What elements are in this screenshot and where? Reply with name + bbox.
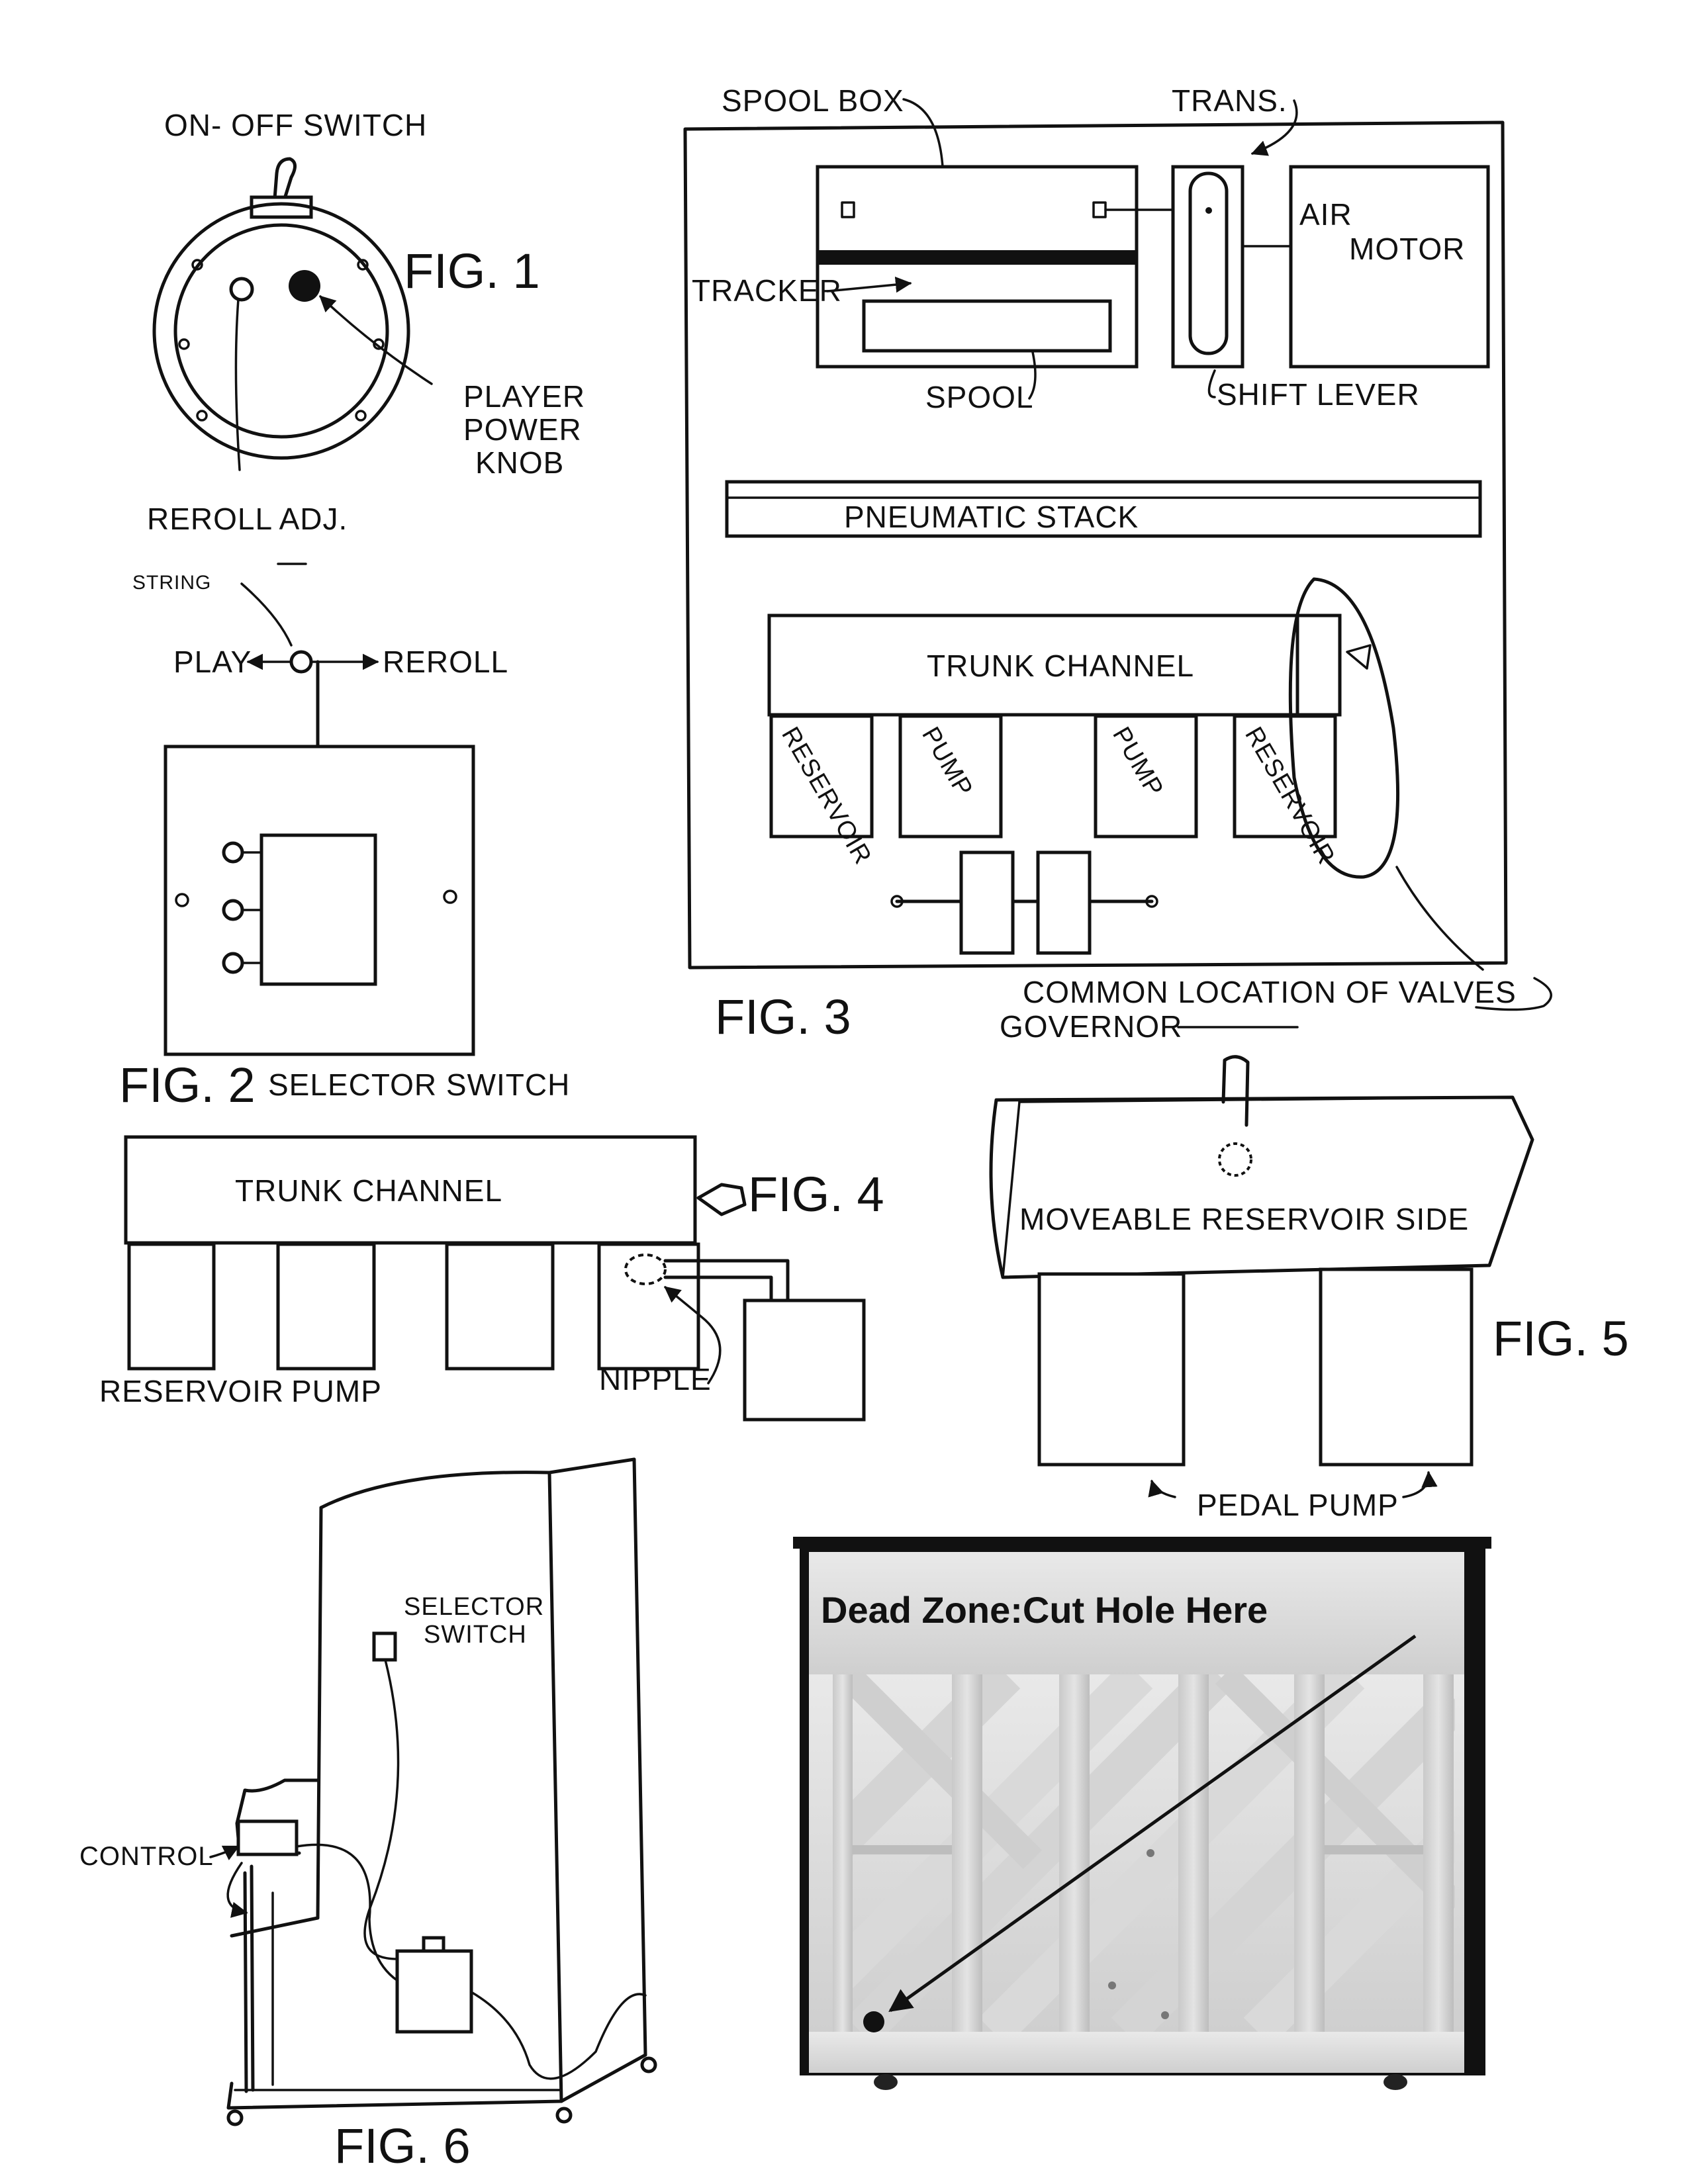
control-box <box>236 1819 299 1856</box>
fig4-reservoir-label: RESERVOIR <box>99 1374 284 1408</box>
fig4-trunk-channel <box>124 1135 697 1245</box>
reservoir-right <box>1233 714 1337 839</box>
caster-right <box>1383 2074 1407 2090</box>
selector-lever-pivot <box>289 650 313 674</box>
shift-lever-label: SHIFT LEVER <box>1217 377 1420 412</box>
governor-unit <box>395 1949 473 2034</box>
string-label: STRING <box>132 572 211 594</box>
fig1-number: FIG. 1 <box>404 244 540 298</box>
fig5-number: FIG. 5 <box>1493 1311 1629 1366</box>
valves-location-circle <box>1288 577 1400 879</box>
tracker-bar <box>818 250 1137 265</box>
player-power-label-2: POWER <box>463 412 582 447</box>
player-power-label-1: PLAYER <box>463 379 585 414</box>
fig3-trunk-channel <box>767 614 1342 717</box>
fig4-trunk-channel-diagram: TRUNK CHANNEL FIG. 4 RESERVOIR PUMP NIPP… <box>99 1135 884 1422</box>
fig2-number: FIG. 2 <box>119 1058 256 1113</box>
tracker-label: TRACKER <box>692 273 842 308</box>
fig4-reservoir-right <box>597 1242 700 1371</box>
spool-label: SPOOL <box>925 380 1034 414</box>
play-label: PLAY <box>173 645 252 679</box>
fig3-frame <box>683 120 1508 970</box>
pneumatic-stack-label: PNEUMATIC STACK <box>844 500 1139 534</box>
caster-left <box>874 2074 898 2090</box>
air-motor <box>1289 165 1490 369</box>
pedal-pump-right <box>1319 1267 1474 1467</box>
shift-lever <box>1188 171 1229 355</box>
pedal-pump-label: PEDAL PUMP <box>1197 1488 1399 1522</box>
reroll-label: REROLL <box>383 645 508 679</box>
selector-switch-caption: SELECTOR SWITCH <box>268 1068 570 1102</box>
fig5-reservoir-diagram: MOVEABLE RESERVOIR SIDE FIG. 5 PEDAL PUM… <box>989 1055 1629 1522</box>
fig4-trunk-channel-label: TRUNK CHANNEL <box>235 1173 502 1208</box>
spool-box-label: SPOOL BOX <box>722 83 904 118</box>
reservoir-left <box>769 714 874 839</box>
switch-plate-outer <box>152 202 410 460</box>
pulley-left <box>959 850 1015 955</box>
selector-tube <box>363 1659 400 1960</box>
toggle-lever-icon <box>273 157 297 201</box>
music-spool <box>862 299 1112 353</box>
back-post-6 <box>1423 1674 1454 2032</box>
cabinet-front-edge <box>230 1506 323 1938</box>
governor-box <box>743 1298 866 1422</box>
fig1-on-off-switch-diagram: ON- OFF SWITCH FIG. 1 PLAYER POWER KNOB … <box>147 108 585 565</box>
pump-right <box>1094 714 1198 839</box>
governor-tube <box>1221 1055 1250 1127</box>
trans-label: TRANS. <box>1172 83 1288 118</box>
reroll-adj-label: REROLL ADJ. <box>147 502 348 536</box>
back-post-5 <box>1294 1674 1325 2032</box>
dead-zone-label: Dead Zone:Cut Hole Here <box>821 1589 1268 1631</box>
player-power-knob <box>289 270 320 302</box>
fig4-pump-1 <box>276 1242 376 1371</box>
reroll-adjust-knob <box>229 277 254 302</box>
back-post-1 <box>833 1674 853 2032</box>
fig4-pump-2 <box>445 1242 555 1371</box>
fig4-reservoir <box>127 1242 216 1371</box>
motor-label: MOTOR <box>1349 232 1465 266</box>
nipple-connector <box>624 1253 667 1285</box>
pedal-pump-left <box>1037 1272 1186 1467</box>
fig1-on-off-switch-label: ON- OFF SWITCH <box>164 108 427 142</box>
common-location-label: COMMON LOCATION OF VALVES <box>1023 975 1517 1009</box>
fig4-number: FIG. 4 <box>748 1167 884 1222</box>
dead-zone-board <box>809 1552 1464 1674</box>
governor-label: GOVERNOR <box>1000 1009 1182 1044</box>
back-post-3 <box>1059 1674 1090 2032</box>
pump-left <box>898 714 1003 839</box>
player-power-label-3: KNOB <box>475 445 564 480</box>
reservoir-outlet <box>1218 1142 1252 1177</box>
back-post-2 <box>952 1674 982 2032</box>
selector-valve-block <box>259 833 377 986</box>
moveable-reservoir-side-label: MOVEABLE RESERVOIR SIDE <box>1019 1202 1469 1236</box>
piano-back-illustration: Dead Zone:Cut Hole Here <box>793 1537 1491 2090</box>
fig3-trunk-channel-label: TRUNK CHANNEL <box>927 649 1194 683</box>
cabinet-base <box>226 2053 647 2110</box>
back-post-4 <box>1178 1674 1209 2032</box>
fig4-pump-label: PUMP <box>291 1374 382 1408</box>
bottom-board <box>809 2032 1464 2073</box>
air-label: AIR <box>1299 197 1352 232</box>
fig3-number: FIG. 3 <box>715 989 851 1044</box>
nipple-label: NIPPLE <box>599 1362 712 1396</box>
cut-hole-arrow <box>888 1634 1417 2013</box>
pneumatic-stack <box>725 480 1482 538</box>
selector-switch-box <box>372 1631 397 1662</box>
fig6-piano-cabinet-diagram: SELECTOR SWITCH CONTROL FIG. 6 <box>79 1457 657 2173</box>
fig6-selector-label-2: SWITCH <box>424 1621 527 1649</box>
fig6-number: FIG. 6 <box>334 2118 471 2173</box>
control-label: CONTROL <box>79 1842 214 1871</box>
governor-fitting-icon <box>696 1183 747 1216</box>
pulley-right <box>1036 850 1092 955</box>
piano-top-edge <box>793 1537 1491 1549</box>
keybed <box>235 1778 320 1855</box>
cut-hole-marker <box>863 2011 884 2032</box>
switch-plate-inner <box>173 223 389 439</box>
fig2-selector-switch-diagram: STRING PLAY REROLL FIG. 2 SELECTOR SWITC… <box>119 572 570 1113</box>
fig6-selector-label-1: SELECTOR <box>404 1593 544 1621</box>
moveable-reservoir-side <box>989 1095 1534 1279</box>
fig3-player-mechanism-diagram: SPOOL BOX TRANS. TRACKER SPOOL AIR MOTOR… <box>683 83 1552 1044</box>
